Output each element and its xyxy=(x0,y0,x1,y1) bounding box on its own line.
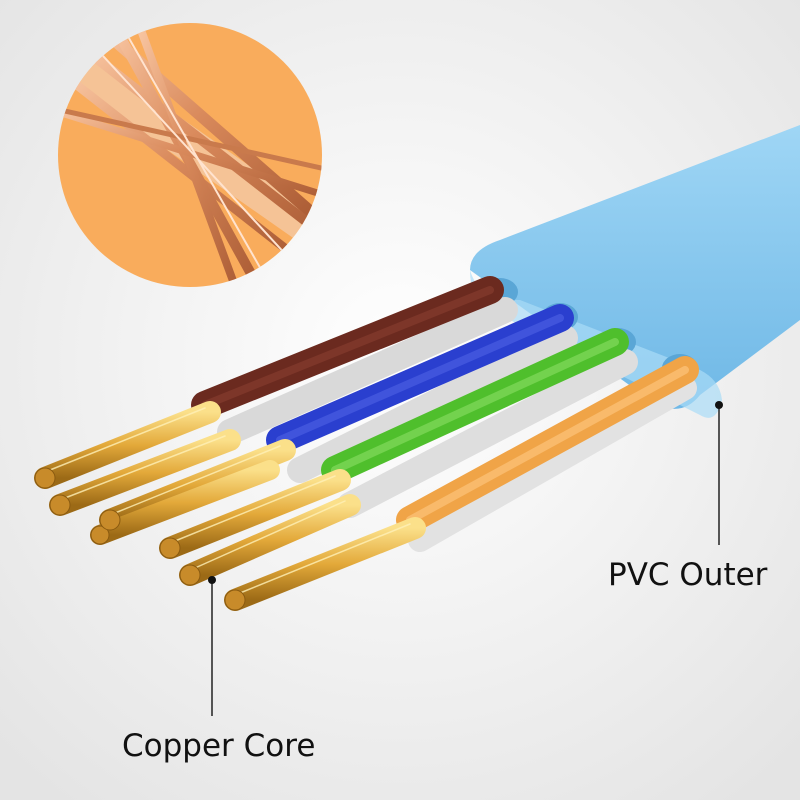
copper-core-label: Copper Core xyxy=(122,728,316,764)
pvc-outer-label: PVC Outer xyxy=(608,557,768,593)
colored-wires xyxy=(191,276,699,534)
pvc-pointer-dot xyxy=(715,401,723,409)
copper-core-strands xyxy=(34,401,426,611)
copper-strand-closeup xyxy=(58,23,322,287)
copper-pointer-dot xyxy=(208,576,216,584)
white-wires xyxy=(217,297,697,552)
callout-lines xyxy=(208,401,723,716)
